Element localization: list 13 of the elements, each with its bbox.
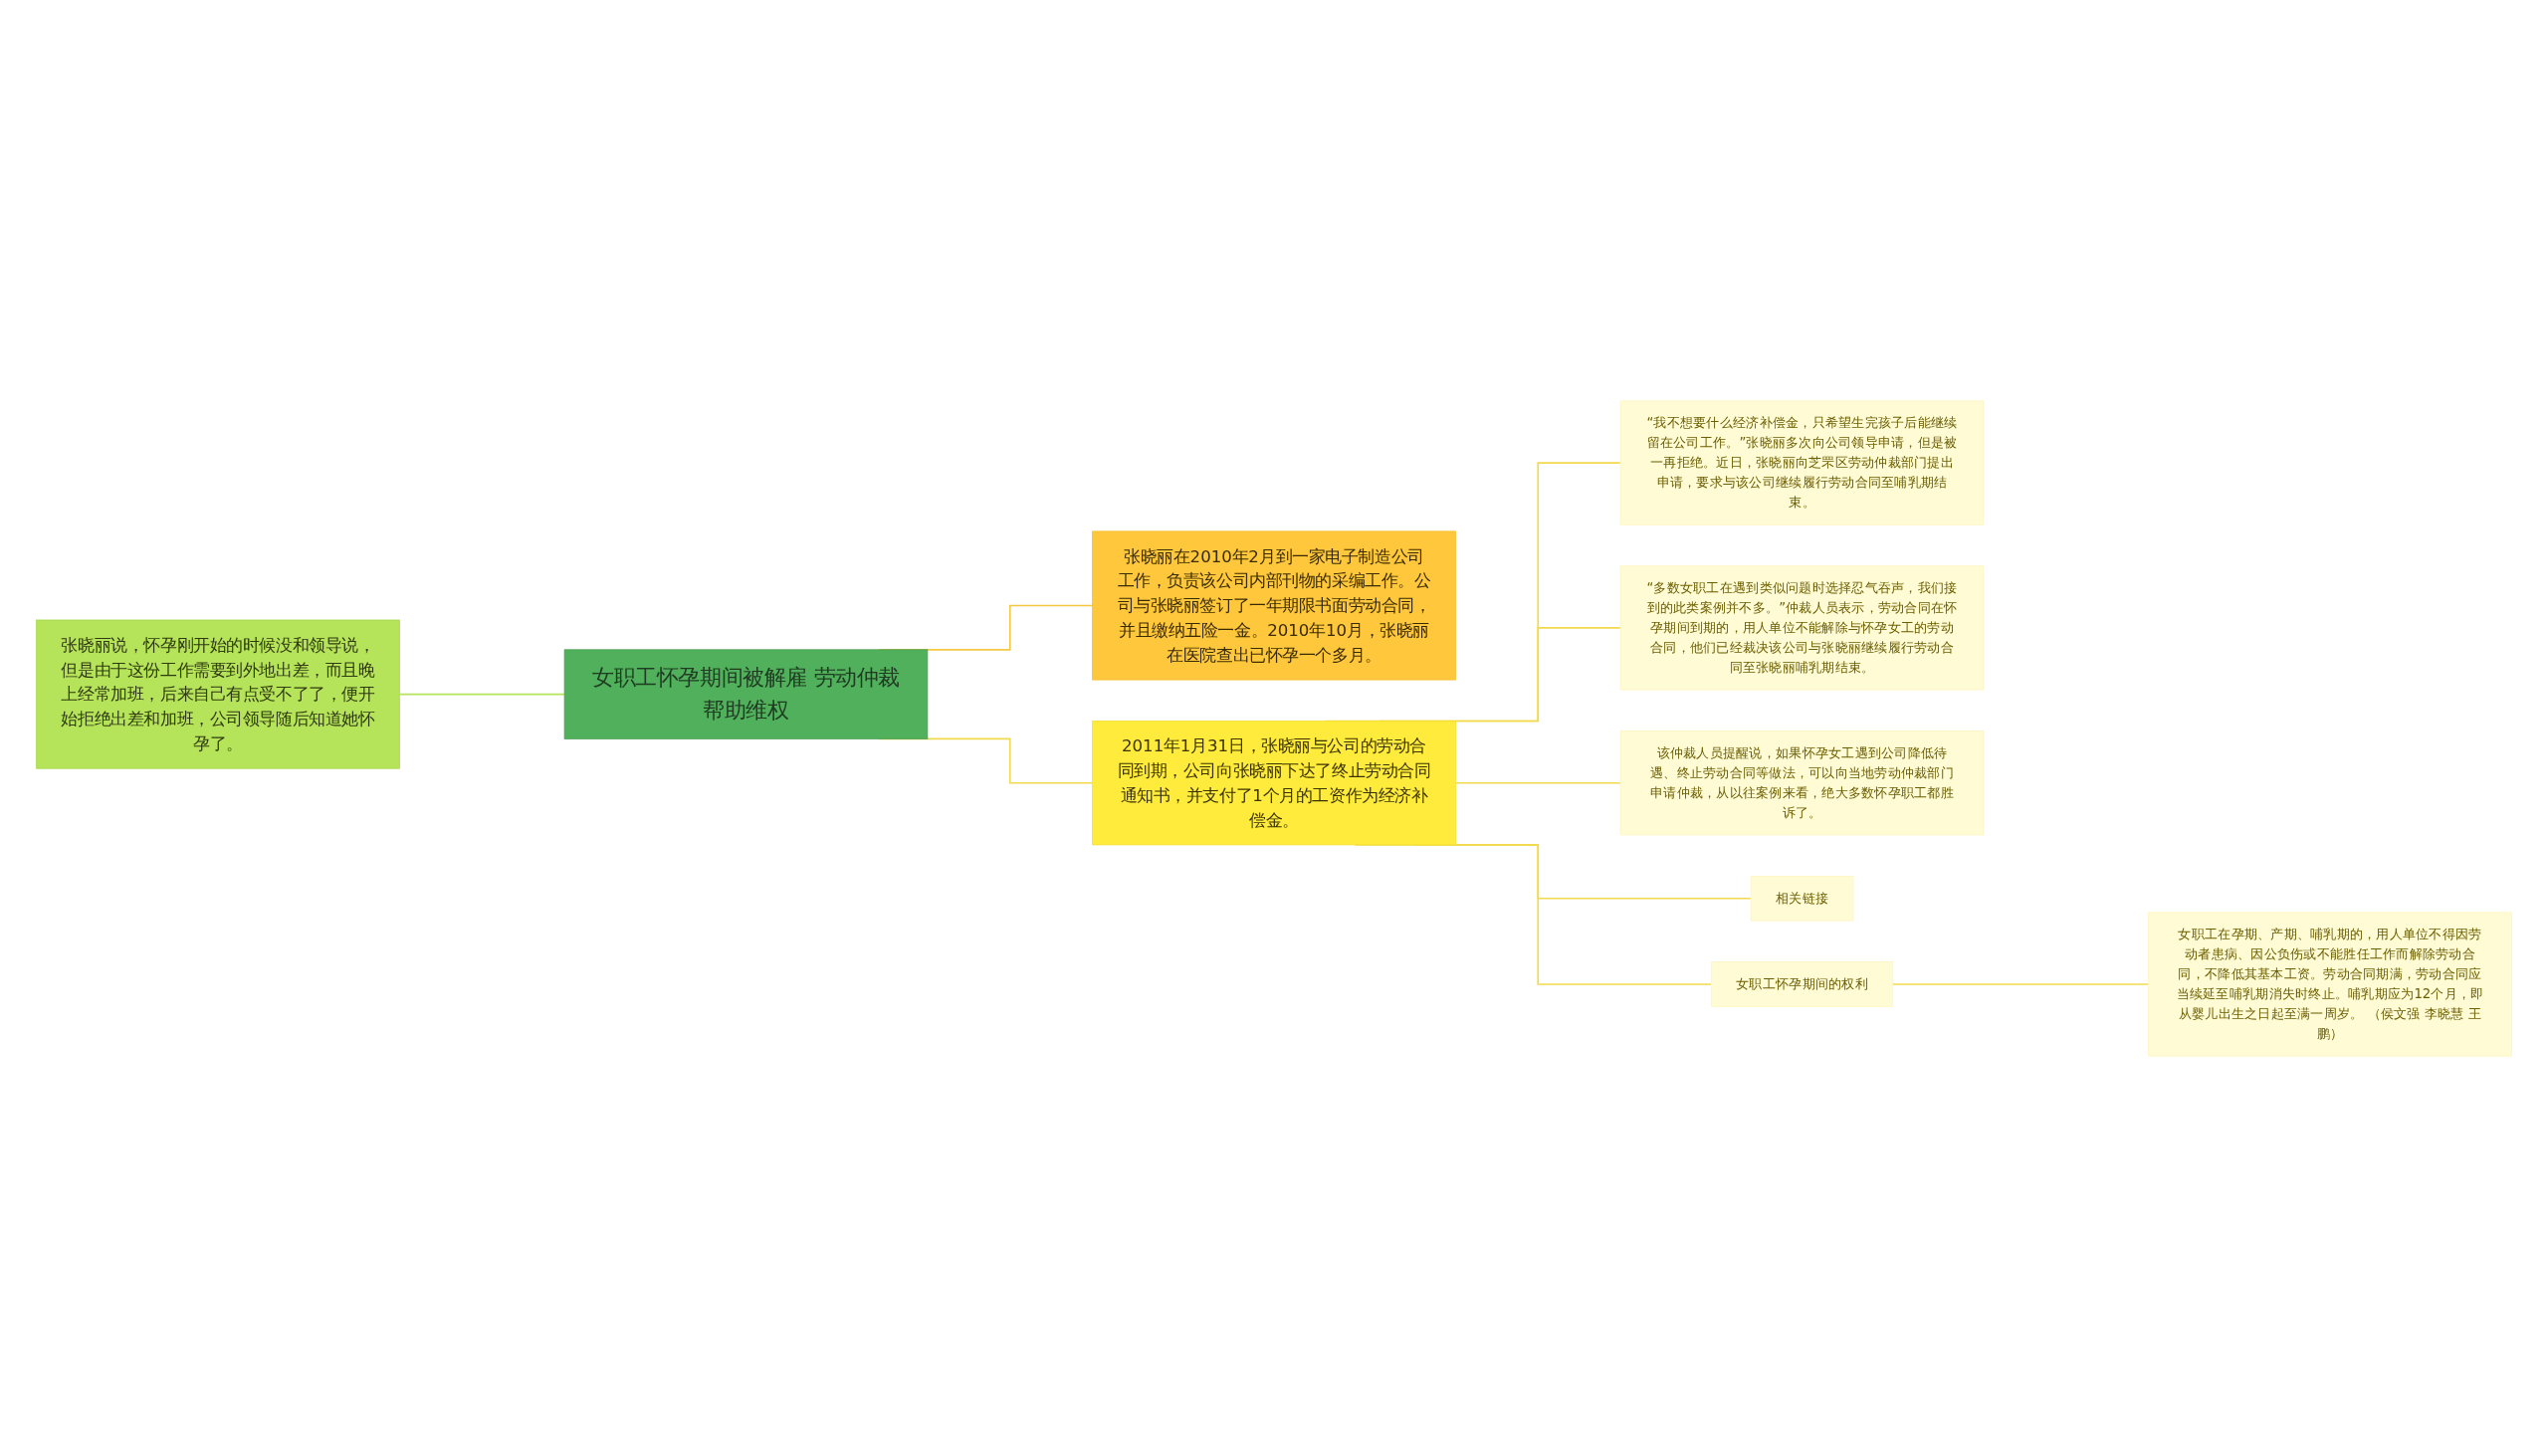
node-box: 相关链接 [1750, 875, 1854, 922]
node-box: “多数女职工在遇到类似问题时选择忍气吞声，我们接到的此类案例并不多。”仲裁人员表示，劳动合同在怀孕期间到期的，用人单位不能解除与怀孕女工的劳动合同，他们已经裁决该公司与张晓丽继续履行劳动合同至张晓丽哺乳期结束。 [1619, 564, 1985, 690]
node-box: 该仲裁人员提醒说，如果怀孕女工遇到公司降低待遇、终止劳动合同等做法，可以向当地劳动仲裁部门申请仲裁，从以往案例来看，绝大多数怀孕职工都胜诉了。 [1619, 729, 1985, 835]
node-box: 张晓丽说，怀孕刚开始的时候没和领导说，但是由于这份工作需要到外地出差，而且晚上经常加班，后来自己有点受不了了，便开始拒绝出差和加班，公司领导随后知道她怀孕了。 [36, 619, 400, 769]
node-box: 女职工在孕期、产期、哺乳期的，用人单位不得因劳动者患病、因公负伤或不能胜任工作而解除劳动合同，不降低其基本工资。劳动合同期满，劳动合同应当续延至哺乳期消失时终止。哺乳期应为12个月，即从婴儿出生之日起至满一周岁。 （侯文强 李晓慧 王鹏） [2148, 911, 2512, 1056]
connector [1891, 982, 2150, 985]
node-box: 张晓丽在2010年2月到一家电子制造公司工作，负责该公司内部刊物的采编工作。公司与张晓丽签订了一年期限书面劳动合同，并且缴纳五险一金。2010年10月，张晓丽在医院查出已怀孕一个多月。 [1092, 529, 1456, 680]
connector [398, 693, 565, 695]
node-box: 女职工怀孕期间的权利 [1710, 960, 1894, 1007]
node-box: 2011年1月31日，张晓丽与公司的劳动合同到期，公司向张晓丽下达了终止劳动合同通知书，并支付了1个月的工资作为经济补偿金。 [1092, 720, 1456, 845]
node-box: 女职工怀孕期间被解雇 劳动仲裁帮助维权 [563, 648, 929, 739]
node-box: “我不想要什么经济补偿金，只希望生完孩子后能继续留在公司工作。”张晓丽多次向公司领导申请，但是被一再拒绝。近日，张晓丽向芝罘区劳动仲裁部门提出申请，要求与该公司继续履行劳动合同至哺乳期结束。 [1619, 400, 1985, 525]
connector [1454, 781, 1621, 784]
